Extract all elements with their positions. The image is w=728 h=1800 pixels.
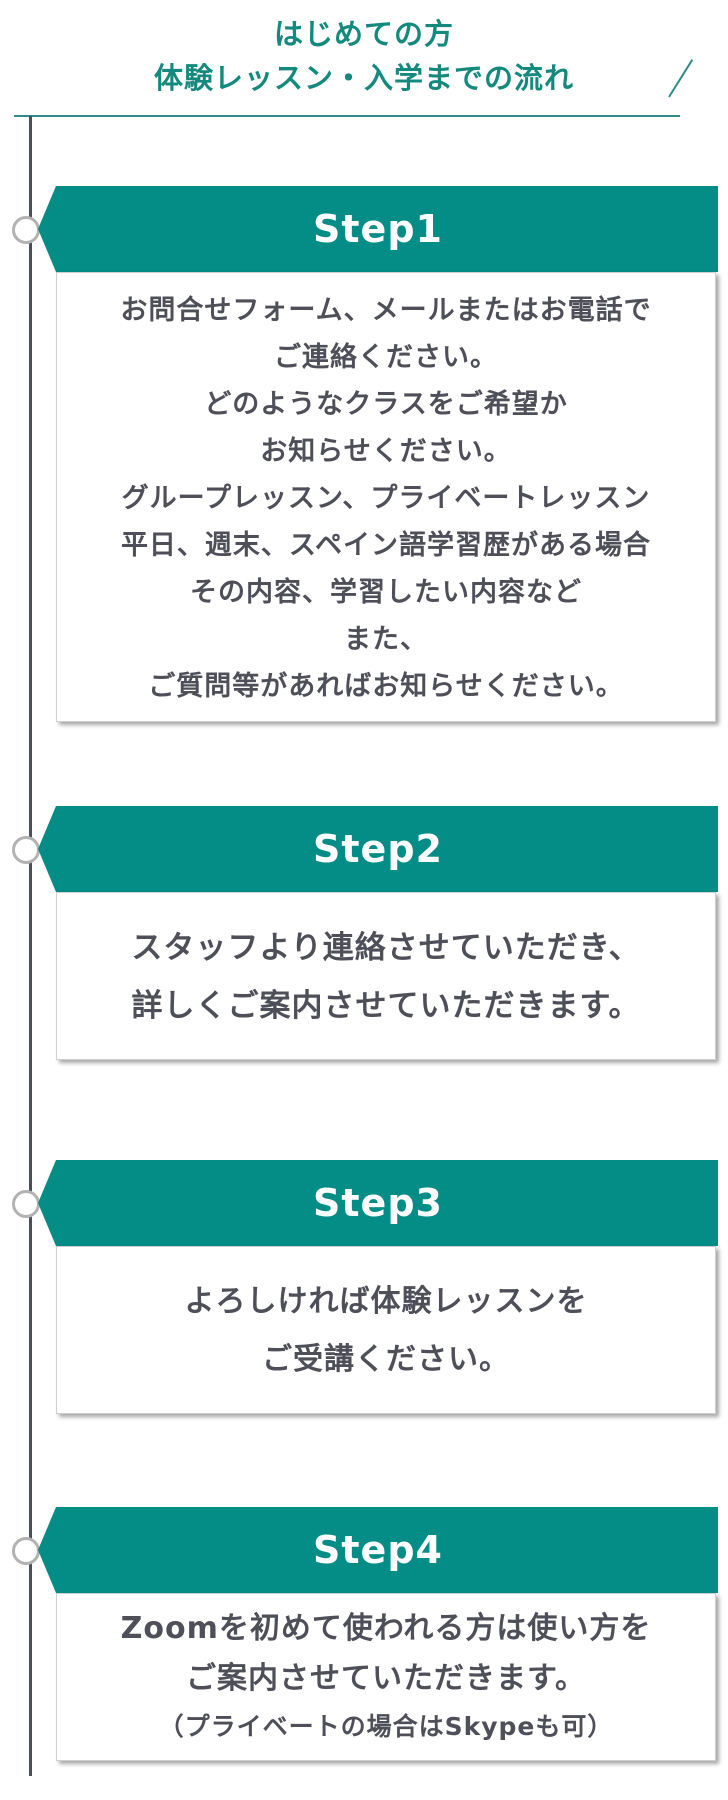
timeline-node-2 [12, 836, 40, 864]
step-1-label: Step1 [313, 207, 443, 251]
step-2-label: Step2 [313, 827, 443, 871]
step-1-text-line: ご連絡ください。 [274, 342, 498, 373]
step-3-text-line: よろしければ体験レッスンを [184, 1284, 588, 1319]
step-1-text-line: グループレッスン、プライベートレッスン [121, 483, 651, 514]
step-1-text-line: ご質問等があればお知らせください。 [148, 671, 624, 702]
step-1-text-line: どのようなクラスをご希望か [204, 389, 568, 420]
step-4-text-line: ご案内させていただきます。 [186, 1661, 586, 1696]
step-1-text-line: お知らせください。 [260, 436, 512, 467]
step-4-banner: Step4 [38, 1507, 718, 1593]
step-2-text-line: スタッフより連絡させていただき、 [131, 930, 641, 966]
step-1-text-line: その内容、学習したい内容など [190, 577, 582, 608]
step-1-card: お問合せフォーム、メールまたはお電話で ご連絡ください。 どのようなクラスをご希… [56, 272, 716, 722]
timeline-line [29, 116, 32, 1776]
step-1-text-line: 平日、週末、スペイン語学習歴がある場合 [120, 530, 652, 561]
step-1-text-line: お問合せフォーム、メールまたはお電話で [120, 295, 652, 326]
step-1-text-line: また、 [344, 624, 428, 655]
step-3-card: よろしければ体験レッスンを ご受講ください。 [56, 1246, 716, 1414]
timeline-node-4 [12, 1537, 40, 1565]
title-underline [14, 115, 680, 117]
step-4-note: （プライベートの場合はSkypeも可） [158, 1712, 614, 1741]
step-4-text-line: Zoomを初めて使われる方は使い方を [120, 1611, 652, 1646]
step-4-label: Step4 [313, 1528, 443, 1572]
step-2-banner: Step2 [38, 806, 718, 892]
step-2-card: スタッフより連絡させていただき、 詳しくご案内させていただきます。 [56, 892, 716, 1060]
step-3-banner: Step3 [38, 1160, 718, 1246]
step-2-text-line: 詳しくご案内させていただきます。 [131, 988, 641, 1024]
page-title: はじめての方 体験レッスン・入学までの流れ [0, 12, 728, 100]
title-line-2: 体験レッスン・入学までの流れ [153, 61, 574, 95]
step-3-text-line: ご受講ください。 [262, 1342, 510, 1377]
timeline-node-1 [12, 216, 40, 244]
title-line-1: はじめての方 [273, 17, 454, 51]
timeline-node-3 [12, 1190, 40, 1218]
step-3-label: Step3 [313, 1181, 443, 1225]
step-1-banner: Step1 [38, 186, 718, 272]
step-4-card: Zoomを初めて使われる方は使い方を ご案内させていただきます。 （プライベート… [56, 1593, 716, 1761]
